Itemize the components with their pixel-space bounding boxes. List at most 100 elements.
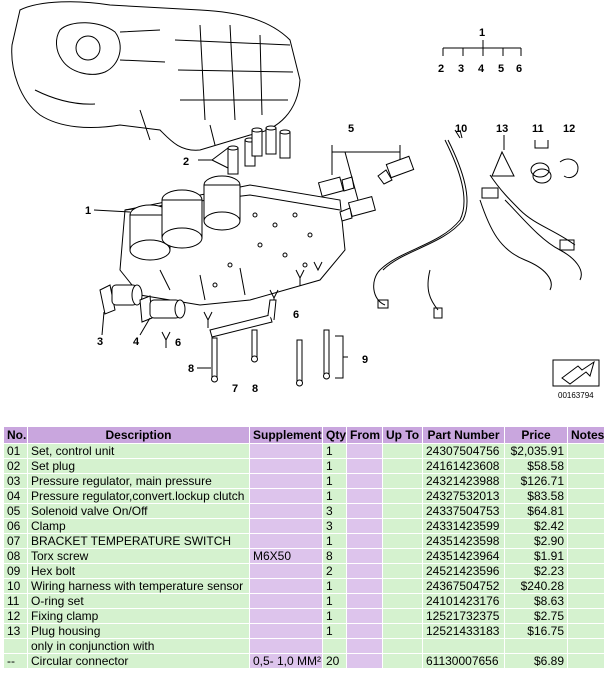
callout-2: 2 xyxy=(183,156,189,168)
cell-part-number: 61130007656 xyxy=(422,653,505,669)
legend-top-number: 1 xyxy=(479,27,485,39)
cell-from xyxy=(346,503,383,519)
cell-no: 13 xyxy=(3,623,28,639)
cell-supplement xyxy=(249,458,323,474)
cell-qty: 1 xyxy=(322,623,347,639)
cell-qty: 1 xyxy=(322,593,347,609)
cell-description: Circular connector xyxy=(27,653,250,669)
reference-arrow-icon xyxy=(552,359,600,387)
cell-from xyxy=(346,578,383,594)
cell-part-number: 24161423608 xyxy=(422,458,505,474)
cell-notes xyxy=(567,488,605,504)
cell-description: Plug housing xyxy=(27,623,250,639)
cell-no: 06 xyxy=(3,518,28,534)
cell-up-to xyxy=(382,533,423,549)
callout-10: 10 xyxy=(455,123,467,135)
cell-part-number: 24101423176 xyxy=(422,593,505,609)
cell-description: Wiring harness with temperature sensor xyxy=(27,578,250,594)
legend-item-4: 4 xyxy=(478,63,485,75)
cell-notes xyxy=(567,503,605,519)
cell-up-to xyxy=(382,503,423,519)
callout-12: 12 xyxy=(563,123,575,135)
transmission-housing-drawing xyxy=(11,1,301,151)
cell-notes xyxy=(567,533,605,549)
cell-no xyxy=(3,638,28,654)
cell-up-to xyxy=(382,608,423,624)
callout-7: 7 xyxy=(232,383,238,395)
cell-no: -- xyxy=(3,653,28,669)
cell-from xyxy=(346,563,383,579)
cell-notes xyxy=(567,443,605,459)
cell-from xyxy=(346,623,383,639)
cell-qty: 1 xyxy=(322,458,347,474)
cell-qty xyxy=(322,638,347,654)
cell-qty: 1 xyxy=(322,443,347,459)
cell-description: BRACKET TEMPERATURE SWITCH xyxy=(27,533,250,549)
callout-6a: 6 xyxy=(175,337,181,349)
cell-no: 05 xyxy=(3,503,28,519)
cell-supplement: 0,5- 1,0 MM² xyxy=(249,653,323,669)
legend-item-5: 5 xyxy=(498,63,504,75)
callout-1: 1 xyxy=(85,205,91,217)
cell-price: $2.75 xyxy=(504,608,568,624)
cell-supplement xyxy=(249,518,323,534)
cell-price: $240.28 xyxy=(504,578,568,594)
cell-description: Fixing clamp xyxy=(27,608,250,624)
cell-qty: 3 xyxy=(322,503,347,519)
cell-up-to xyxy=(382,488,423,504)
cell-description: Clamp xyxy=(27,518,250,534)
cell-price: $16.75 xyxy=(504,623,568,639)
cell-supplement: M6X50 xyxy=(249,548,323,564)
cell-part-number: 24321423988 xyxy=(422,473,505,489)
cell-part-number: 24327532013 xyxy=(422,488,505,504)
cell-price: $2.23 xyxy=(504,563,568,579)
callout-5: 5 xyxy=(348,123,354,135)
cell-up-to xyxy=(382,623,423,639)
cell-from xyxy=(346,488,383,504)
column-header-qty: Qty xyxy=(322,426,347,444)
pressure-regulator-drawing xyxy=(99,284,186,323)
cell-up-to xyxy=(382,593,423,609)
cell-supplement xyxy=(249,563,323,579)
callout-11: 11 xyxy=(532,123,544,135)
cell-description: Hex bolt xyxy=(27,563,250,579)
cell-from xyxy=(346,548,383,564)
cell-no: 02 xyxy=(3,458,28,474)
cell-part-number: 12521732375 xyxy=(422,608,505,624)
cell-supplement xyxy=(249,488,323,504)
cell-supplement xyxy=(249,503,323,519)
cell-description: Torx screw xyxy=(27,548,250,564)
cell-notes xyxy=(567,458,605,474)
control-unit-drawing xyxy=(119,175,346,306)
column-header-description: Description xyxy=(27,426,250,444)
cell-up-to xyxy=(382,638,423,654)
cell-part-number xyxy=(422,638,505,654)
cell-price: $126.71 xyxy=(504,473,568,489)
cell-price: $2,035.91 xyxy=(504,443,568,459)
column-header-notes: Notes xyxy=(567,426,605,444)
cell-qty: 1 xyxy=(322,488,347,504)
cell-description: Pressure regulator,convert.lockup clutch xyxy=(27,488,250,504)
cell-notes xyxy=(567,473,605,489)
cell-no: 01 xyxy=(3,443,28,459)
column-header-up-to: Up To xyxy=(382,426,423,444)
cell-price: $1.91 xyxy=(504,548,568,564)
cell-from xyxy=(346,638,383,654)
cell-part-number: 24367504752 xyxy=(422,578,505,594)
cell-up-to xyxy=(382,578,423,594)
cell-no: 10 xyxy=(3,578,28,594)
small-parts-drawing xyxy=(491,135,579,184)
cell-notes xyxy=(567,548,605,564)
cell-up-to xyxy=(382,458,423,474)
cell-price: $83.58 xyxy=(504,488,568,504)
